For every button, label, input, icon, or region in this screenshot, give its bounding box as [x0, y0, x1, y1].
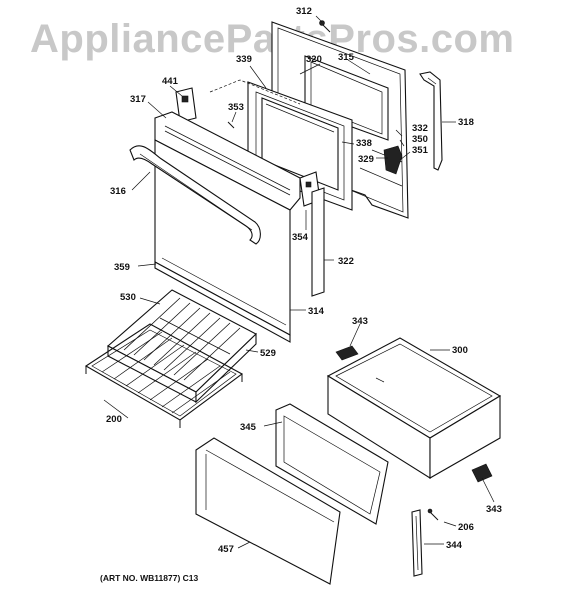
drawer-glide-343b [471, 463, 493, 483]
label-329: 329 [358, 154, 374, 165]
hinge-bracket-441 [175, 87, 197, 123]
label-314: 314 [308, 306, 325, 317]
label-320: 320 [306, 54, 322, 65]
label-343-top: 343 [352, 316, 368, 327]
label-351: 351 [412, 145, 429, 156]
label-206: 206 [458, 522, 474, 533]
label-322: 322 [338, 256, 354, 267]
label-318: 318 [458, 117, 474, 128]
drawer-panel-457 [195, 437, 341, 585]
label-317: 317 [130, 94, 146, 105]
label-457: 457 [218, 544, 234, 555]
label-339: 339 [236, 54, 252, 65]
drawer-strip-344 [411, 509, 423, 577]
label-354: 354 [292, 232, 309, 243]
label-338: 338 [356, 138, 372, 149]
drawer-glide-343a [335, 345, 359, 361]
label-315: 315 [338, 52, 355, 63]
glass-339 [209, 79, 301, 105]
hinge-arm-322 [311, 187, 325, 297]
label-350: 350 [412, 134, 428, 145]
hinge-bracket-329 [383, 145, 403, 175]
label-343-bottom: 343 [486, 504, 502, 515]
screw-206 [427, 508, 439, 521]
clip-353 [227, 121, 235, 129]
label-312: 312 [296, 6, 312, 17]
label-529: 529 [260, 348, 276, 359]
label-344: 344 [446, 540, 463, 551]
label-300: 300 [452, 345, 468, 356]
label-345: 345 [240, 422, 257, 433]
label-353: 353 [228, 102, 244, 113]
leader-lines [103, 15, 495, 549]
label-359: 359 [114, 262, 130, 273]
art-number: (ART NO. WB11877) C13 [100, 573, 199, 583]
screw-312 [319, 20, 331, 33]
drawer-body-300 [326, 337, 502, 479]
oven-rack-200 [84, 323, 244, 428]
window-pack-338 [247, 81, 353, 211]
label-441: 441 [162, 76, 179, 87]
outer-door-314 [129, 111, 301, 343]
label-316: 316 [110, 186, 126, 197]
label-530: 530 [120, 292, 136, 303]
drawer-liner-345 [275, 403, 389, 525]
label-332: 332 [412, 123, 428, 134]
gasket-318 [419, 71, 443, 171]
label-200: 200 [106, 414, 122, 425]
